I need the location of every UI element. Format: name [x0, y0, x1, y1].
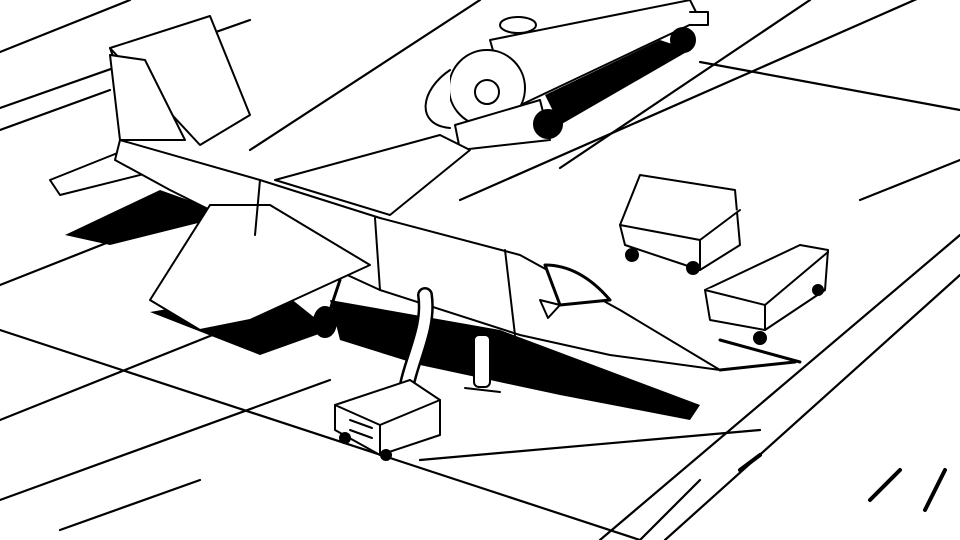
main-gear-wheel: [313, 306, 337, 338]
far-wing: [274, 134, 471, 216]
tarmac-line: [0, 88, 112, 132]
pitot-tube: [718, 360, 797, 372]
tail-shadow: [65, 190, 230, 245]
ground-cart-with-tow-bar: [704, 244, 829, 364]
tarmac-line: [858, 158, 960, 202]
ink-scratch: [738, 453, 947, 512]
tarmac-line: [418, 428, 762, 462]
panel-line: [254, 179, 516, 336]
tarmac-line: [0, 318, 252, 422]
tarmac-line: [638, 478, 702, 540]
insignia: [539, 299, 561, 319]
near-wing: [149, 204, 371, 331]
air-conditioning-cart-with-hose: [334, 287, 441, 461]
tarmac-line: [0, 328, 642, 540]
fuel-tanker-trailer: [424, 0, 709, 151]
tarmac-line: [698, 60, 960, 112]
tarmac-line: [558, 0, 812, 170]
canopy: [543, 263, 612, 307]
gas-cylinder: [464, 334, 501, 393]
tarmac-line: [0, 0, 132, 54]
tarmac-line: [458, 0, 918, 202]
tarmac-line: [663, 273, 960, 540]
fuselage: [114, 139, 721, 371]
vertical-tail: [109, 54, 186, 141]
jet-aircraft: [49, 54, 797, 391]
nose-gear-wheel: [586, 369, 604, 391]
ground-power-cart: [619, 174, 741, 275]
tarmac-line: [248, 0, 482, 152]
tarmac-line: [0, 378, 332, 502]
tanker-shadow: [545, 40, 690, 125]
tarmac-line: [58, 478, 202, 532]
tarmac-line: [598, 233, 960, 540]
